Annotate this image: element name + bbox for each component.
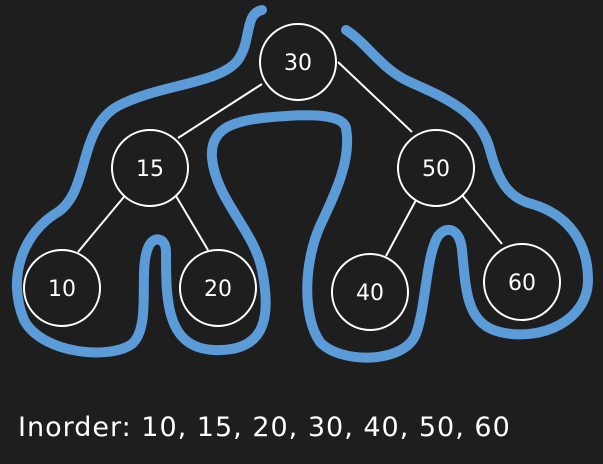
node-circle <box>259 23 337 101</box>
node-right-left: 40 <box>331 253 409 331</box>
edge-15-20 <box>175 195 209 251</box>
inorder-traversal-path <box>11 5 593 363</box>
node-label-left-right: 20 <box>204 277 232 302</box>
node-circle <box>179 249 257 327</box>
edge-50-40 <box>385 199 417 257</box>
edge-30-50 <box>337 61 413 133</box>
node-label-left-left: 10 <box>48 277 76 302</box>
node-label-right-left: 40 <box>356 281 384 306</box>
tree-edges <box>77 61 503 257</box>
edge-30-15 <box>177 83 263 139</box>
node-label-left: 15 <box>136 157 164 182</box>
node-label-right: 50 <box>422 157 450 182</box>
node-right-right: 60 <box>483 243 561 321</box>
node-circle <box>23 249 101 327</box>
node-left-left: 10 <box>23 249 101 327</box>
node-circle <box>483 243 561 321</box>
edge-50-60 <box>457 189 503 245</box>
node-right: 50 <box>397 129 475 207</box>
inorder-caption: Inorder: 10, 15, 20, 30, 40, 50, 60 <box>18 412 511 443</box>
node-label-right-right: 60 <box>508 271 536 296</box>
node-circle <box>111 129 189 207</box>
node-left-right: 20 <box>179 249 257 327</box>
node-circle <box>397 129 475 207</box>
edge-15-10 <box>77 191 129 253</box>
node-root: 30 <box>259 23 337 101</box>
node-left: 15 <box>111 129 189 207</box>
node-circle <box>331 253 409 331</box>
node-label-root: 30 <box>284 51 312 76</box>
